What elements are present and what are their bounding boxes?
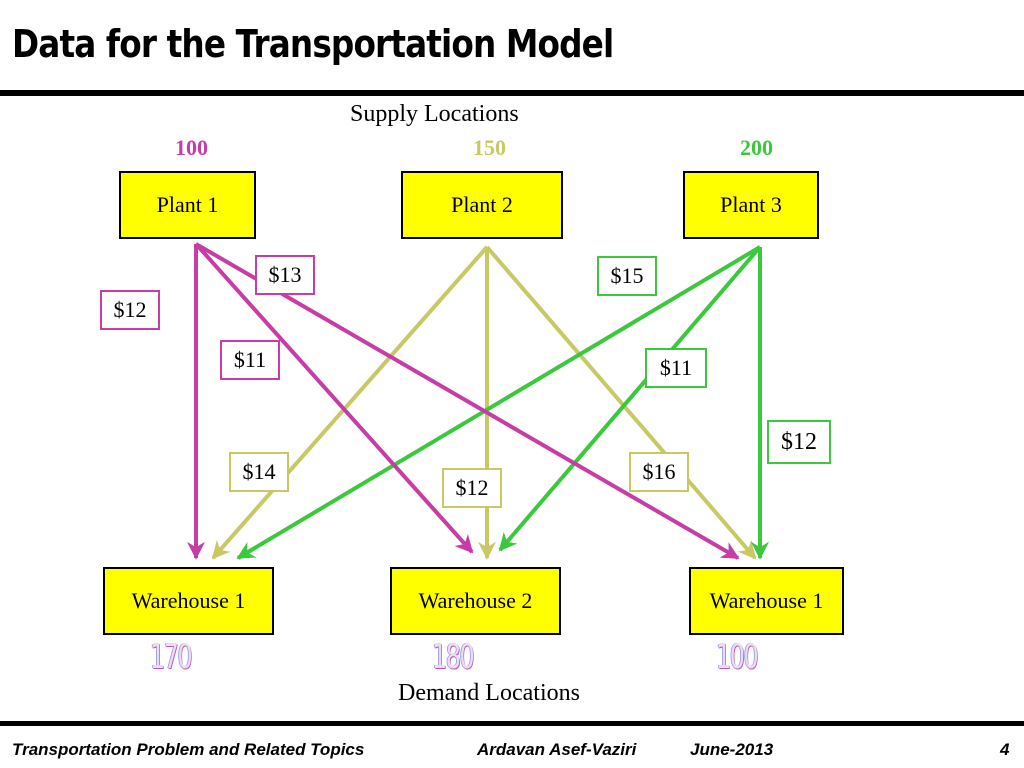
route-p1-w3: [194, 242, 740, 560]
plant-2-node: Plant 2: [401, 171, 563, 239]
warehouse-1-node: Warehouse 1: [103, 567, 274, 635]
cost-p1-w1: $12: [100, 290, 160, 330]
plant-2-supply: 150: [473, 135, 506, 160]
warehouse-2-node: Warehouse 2: [390, 567, 561, 635]
footer-author: Ardavan Asef-Vaziri: [477, 740, 637, 759]
route-p2-w3: [485, 245, 757, 560]
page-title: Data for the Transportation Model: [12, 22, 614, 66]
title-divider: [0, 90, 1024, 96]
cost-p3-w2: $11: [645, 348, 707, 388]
cost-p2-w1: $14: [229, 452, 289, 492]
cost-p3-w1: $15: [597, 256, 657, 296]
cost-p1-w2: $11: [220, 340, 280, 380]
warehouse-2-demand: 180: [432, 637, 475, 677]
warehouse-1-demand: 170: [150, 637, 193, 677]
supply-locations-heading: Supply Locations: [350, 101, 519, 127]
page-number: 4: [1000, 740, 1010, 759]
cost-p2-w2: $12: [442, 468, 502, 508]
cost-p3-w3: $12: [767, 420, 831, 464]
plant-1-node: Plant 1: [119, 171, 256, 239]
route-p3-w2: [498, 245, 762, 552]
demand-locations-heading: Demand Locations: [398, 680, 580, 706]
route-p3-w1: [236, 245, 762, 560]
cost-p1-w3: $13: [255, 255, 315, 295]
route-p1-w2: [194, 242, 474, 554]
warehouse-3-demand: 100: [716, 637, 759, 677]
footer-divider: [0, 721, 1024, 726]
plant-3-supply: 200: [740, 135, 773, 160]
plant-3-node: Plant 3: [683, 171, 819, 239]
route-p2-w1: [211, 245, 489, 560]
footer-course: Transportation Problem and Related Topic…: [12, 740, 365, 759]
warehouse-3-node: Warehouse 1: [689, 567, 844, 635]
footer-date: June-2013: [690, 740, 774, 759]
cost-p2-w3: $16: [629, 452, 689, 492]
plant-1-supply: 100: [175, 135, 208, 160]
